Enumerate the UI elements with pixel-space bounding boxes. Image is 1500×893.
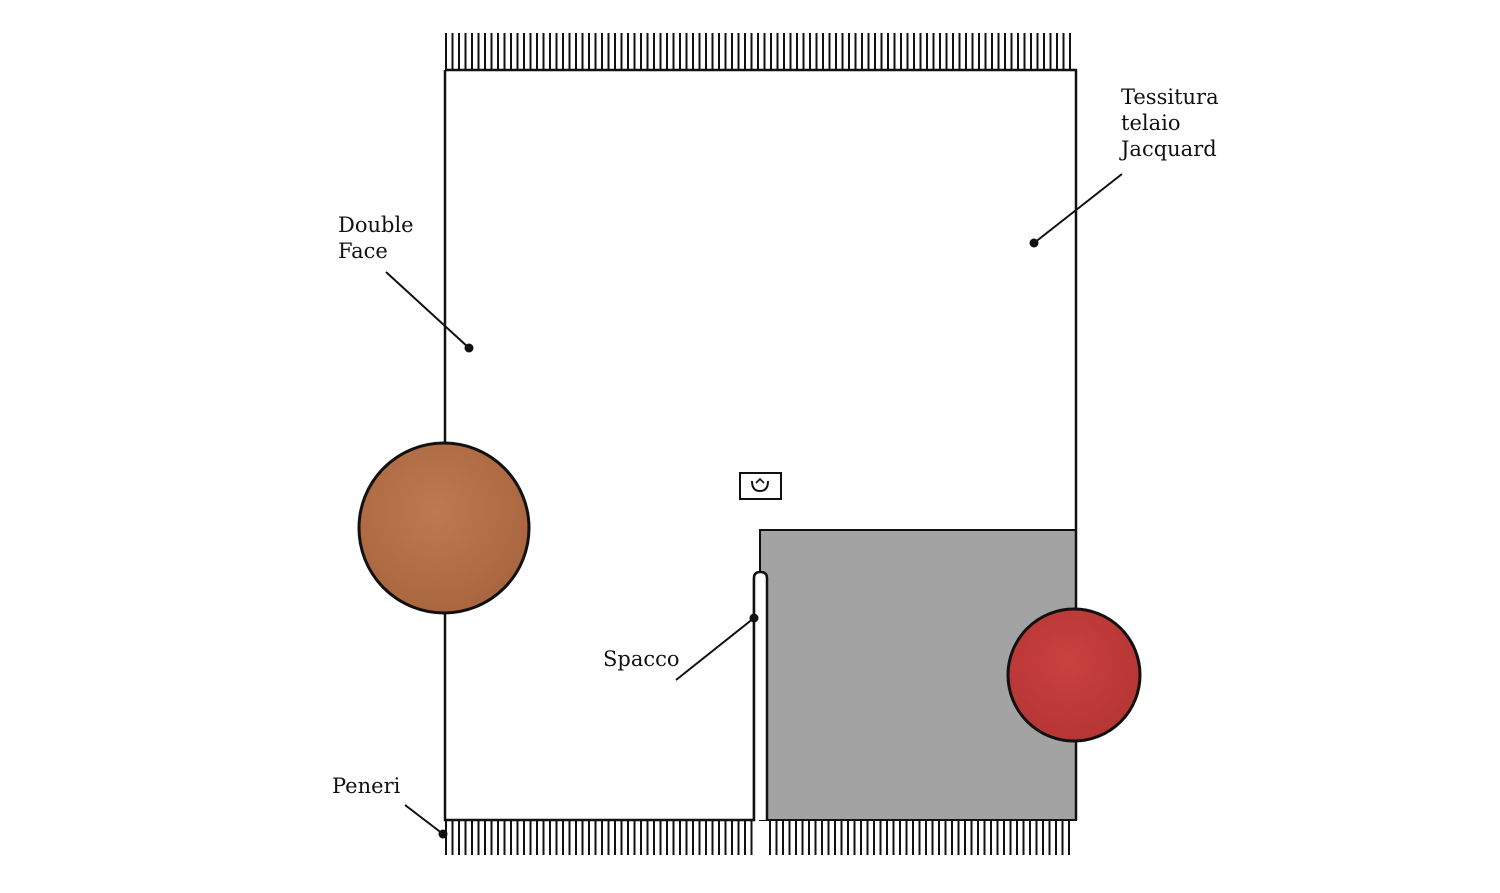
- label-tessitura-line1: Tessitura: [1121, 85, 1219, 109]
- bottom-right-fringe: [769, 820, 1070, 855]
- label-double-face-line2: Face: [338, 239, 388, 263]
- label-peneri: Peneri: [332, 774, 401, 798]
- spacco-slit: [752, 570, 769, 820]
- label-tessitura: Tessitura telaio Jacquard: [1119, 85, 1225, 161]
- leader-spacco: [675, 613, 759, 681]
- leader-tessitura: [1029, 173, 1123, 248]
- brown-swatch: [357, 441, 531, 615]
- top-fringe: [445, 33, 1071, 70]
- leader-double-face: [385, 271, 474, 353]
- leader-peneri: [404, 804, 448, 839]
- bottom-left-fringe: [445, 820, 753, 855]
- label-spacco: Spacco: [603, 647, 680, 671]
- red-swatch: [1006, 607, 1142, 743]
- label-double-face-line1: Double: [338, 213, 414, 237]
- label-tessitura-line3: Jacquard: [1119, 137, 1217, 161]
- label-tessitura-line2: telaio: [1121, 111, 1180, 135]
- care-symbol-icon: [739, 472, 782, 500]
- label-double-face: Double Face: [338, 213, 420, 263]
